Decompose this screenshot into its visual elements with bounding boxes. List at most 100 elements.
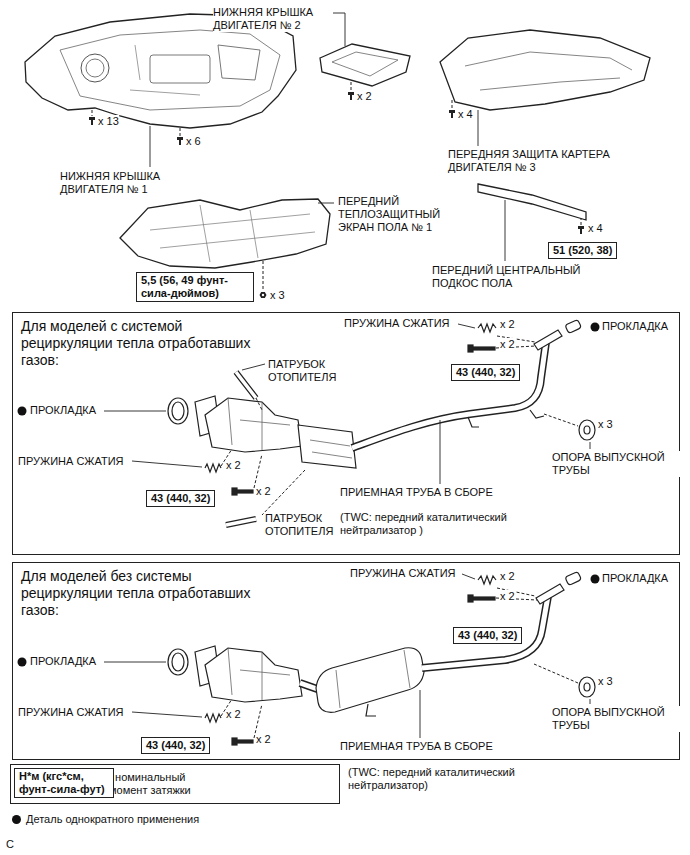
leader-line	[242, 364, 265, 370]
quantity-label: x 2	[357, 90, 372, 103]
exhaust-assembly-with-recirculation	[310, 440, 352, 458]
quantity-label: x 2	[226, 459, 241, 472]
exhaust-assembly-without-recirculation	[237, 740, 253, 743]
floor-heat-insulator	[150, 205, 315, 262]
legend-dot	[12, 815, 21, 824]
engine-under-cover-1	[130, 45, 200, 95]
leader-line	[318, 203, 334, 204]
torque-value: Н*м (кгс*см, фунт-сила-фут)	[19, 770, 109, 796]
legend-text: Деталь однократного применения	[26, 813, 199, 826]
part-label: ОПОРА ВЫПУСКНОЙ ТРУБЫ	[552, 706, 684, 732]
exhaust-assembly-without-recirculation	[478, 576, 496, 584]
exhaust-assembly-without-recirculation	[584, 683, 590, 691]
torque-value: 5,5 (56, 49 фунт-сила-дюймов)	[141, 274, 249, 300]
bolt-symbol	[348, 92, 354, 100]
quantity-label: x 3	[598, 675, 613, 688]
fastener-lines	[351, 82, 352, 91]
fastener-lines	[256, 398, 262, 410]
one-time-use-mark	[18, 323, 600, 667]
leader-line	[150, 126, 151, 167]
quantity-label: x 4	[458, 108, 473, 121]
exhaust-assembly-with-recirculation	[168, 398, 188, 424]
exhaust-assembly-with-recirculation	[236, 372, 256, 398]
one-time-use-mark	[591, 575, 600, 584]
part-label: ПЕРЕДНИЙ ЦЕНТРАЛЬНЫЙ ПОДКОС ПОЛА	[432, 264, 617, 290]
exhaust-assembly-with-recirculation	[205, 398, 302, 452]
engine-guard-3	[465, 52, 632, 90]
exhaust-assembly-without-recirculation	[195, 646, 302, 702]
torque-box: 43 (440, 32)	[453, 627, 522, 644]
part-label: ПРУЖИНА СЖАТИЯ	[18, 455, 124, 468]
legend-text: : номинальный момент затяжки	[109, 771, 225, 797]
part-label: ПЕРЕДНИЙ ТЕПЛОЗАЩИТНЫЙ ЭКРАН ПОЛА № 1	[338, 195, 463, 234]
part-label: ПРИЕМНАЯ ТРУБА В СБОРЕ	[340, 486, 493, 499]
fastener-lines	[534, 664, 578, 683]
exhaust-assembly-with-recirculation	[226, 519, 256, 525]
leader-line	[505, 200, 506, 261]
quantity-label: x 6	[186, 135, 201, 148]
torque-value: 43 (440, 32)	[146, 739, 205, 752]
engine-under-cover-2	[320, 44, 410, 86]
engine-under-cover-1	[218, 45, 260, 80]
exhaust-assembly-without-recirculation	[232, 738, 237, 745]
torque-box: 5,5 (56, 49 фунт-сила-дюймов)	[136, 272, 254, 302]
exhaust-assembly-with-recirculation	[232, 488, 237, 495]
section-heading: Для моделей с системой рециркуляции тепл…	[21, 318, 259, 369]
exhaust-assembly-without-recirculation	[468, 595, 473, 602]
floor-center-brace	[478, 184, 586, 220]
torque-value: 43 (440, 32)	[456, 366, 515, 379]
leader-line	[440, 420, 441, 484]
part-label: ПРУЖИНА СЖАТИЯ	[344, 317, 450, 330]
exhaust-assembly-without-recirculation	[316, 648, 424, 713]
fastener-lines	[180, 128, 181, 136]
figure-code: C	[6, 838, 14, 851]
leader-line	[478, 110, 479, 146]
part-label: ПРОКЛАДКА	[602, 320, 668, 333]
part-label: НИЖНЯЯ КРЫШКА ДВИГАТЕЛЯ № 1	[60, 170, 190, 196]
exhaust-assembly-without-recirculation	[205, 648, 302, 702]
quantity-label: x 2	[500, 318, 515, 331]
exhaust-assembly-without-recirculation	[422, 596, 548, 668]
exhaust-assembly-with-recirculation	[172, 402, 184, 420]
exhaust-assembly-without-recirculation	[579, 677, 595, 697]
exhaust-assembly-with-recirculation	[468, 417, 479, 427]
exhaust-assembly-without-recirculation	[473, 597, 495, 600]
fastener-lines	[254, 454, 262, 488]
exhaust-assembly-without-recirculation	[168, 649, 188, 675]
fastener-lines	[221, 588, 578, 738]
exhaust-assembly-with-recirculation	[584, 426, 590, 434]
leader-line	[104, 411, 166, 412]
torque-box: 43 (440, 32)	[451, 364, 520, 381]
bolt-symbol	[578, 226, 584, 234]
bolt-symbol	[89, 117, 95, 125]
torque-box: 43 (440, 32)	[141, 737, 210, 754]
one-time-use-mark	[18, 407, 27, 416]
one-time-use-mark	[18, 658, 27, 667]
exhaust-assembly-with-recirculation	[236, 372, 256, 398]
part-label: ПАТРУБОК ОТОПИТЕЛЯ	[265, 512, 345, 538]
fastener-lines	[263, 261, 264, 290]
exhaust-assembly-with-recirculation	[237, 490, 253, 493]
fastener-lines	[544, 414, 578, 426]
floor-center-brace	[478, 184, 586, 220]
engine-under-cover-1	[81, 54, 109, 82]
quantity-label: x 2	[226, 708, 241, 721]
exhaust-assembly-with-recirculation	[565, 319, 581, 333]
leader-line	[420, 690, 421, 738]
floor-heat-insulator	[120, 199, 330, 268]
engine-under-cover-1	[150, 55, 210, 83]
engine-under-cover-1	[86, 59, 104, 77]
torque-value: 43 (440, 32)	[458, 629, 517, 642]
exhaust-assembly-with-recirculation	[352, 342, 546, 448]
leader-line	[104, 662, 166, 663]
fastener-lines	[452, 100, 453, 109]
exhaust-assembly-with-recirculation	[352, 342, 546, 448]
part-label: ПАТРУБОК ОТОПИТЕЛЯ	[268, 358, 348, 384]
quantity-label: x 3	[598, 418, 613, 431]
torque-value: 51 (520, 38)	[553, 244, 612, 257]
fastener-lines	[221, 336, 578, 515]
torque-value: 43 (440, 32)	[151, 492, 210, 505]
engine-under-cover-2	[320, 44, 410, 86]
bolt-symbol	[177, 137, 183, 145]
legend-frame: : номинальный момент затяжкиН*м (кгс*см,…	[10, 764, 340, 804]
